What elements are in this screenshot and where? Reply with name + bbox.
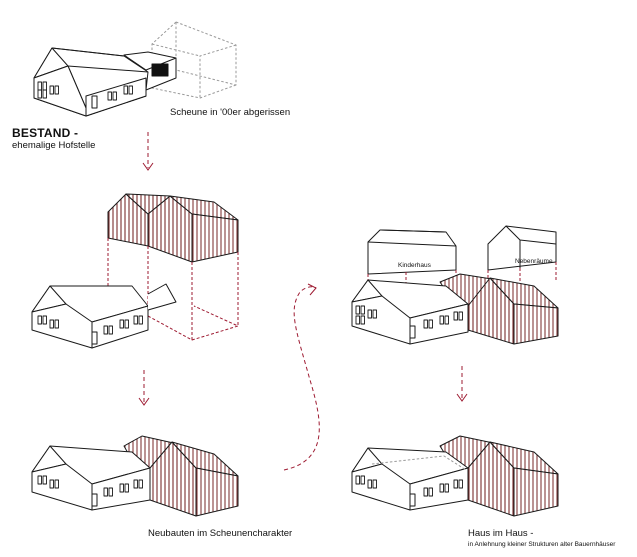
flow-arrow-curve (283, 283, 320, 471)
haus-im-haus-drawing (351, 225, 559, 345)
bestand-title: BESTAND - (12, 126, 79, 140)
kinderhaus-label: Kinderhaus (398, 262, 431, 269)
nebenraeume-label: Nebenräume (515, 258, 553, 265)
flow-arrow-1 (142, 132, 154, 171)
flow-arrow-2 (138, 370, 150, 406)
cow-icon (151, 63, 169, 77)
neubauten-label: Neubauten im Scheunencharakter (148, 528, 293, 539)
scheune-label: Scheune in '00er abgerissen (170, 107, 291, 118)
bestand-house-drawing (33, 21, 237, 117)
haus-im-haus-title: Haus im Haus - (468, 528, 534, 539)
haus-im-haus-subtitle: in Anlehnung kleiner Strukturen alter Ba… (468, 541, 616, 548)
flow-arrow-3 (456, 366, 468, 402)
final-drawing (351, 435, 559, 517)
bestand-subtitle: ehemalige Hofstelle (12, 140, 96, 151)
barn-volumes-drawing (31, 193, 239, 349)
neubauten-drawing (31, 435, 239, 517)
